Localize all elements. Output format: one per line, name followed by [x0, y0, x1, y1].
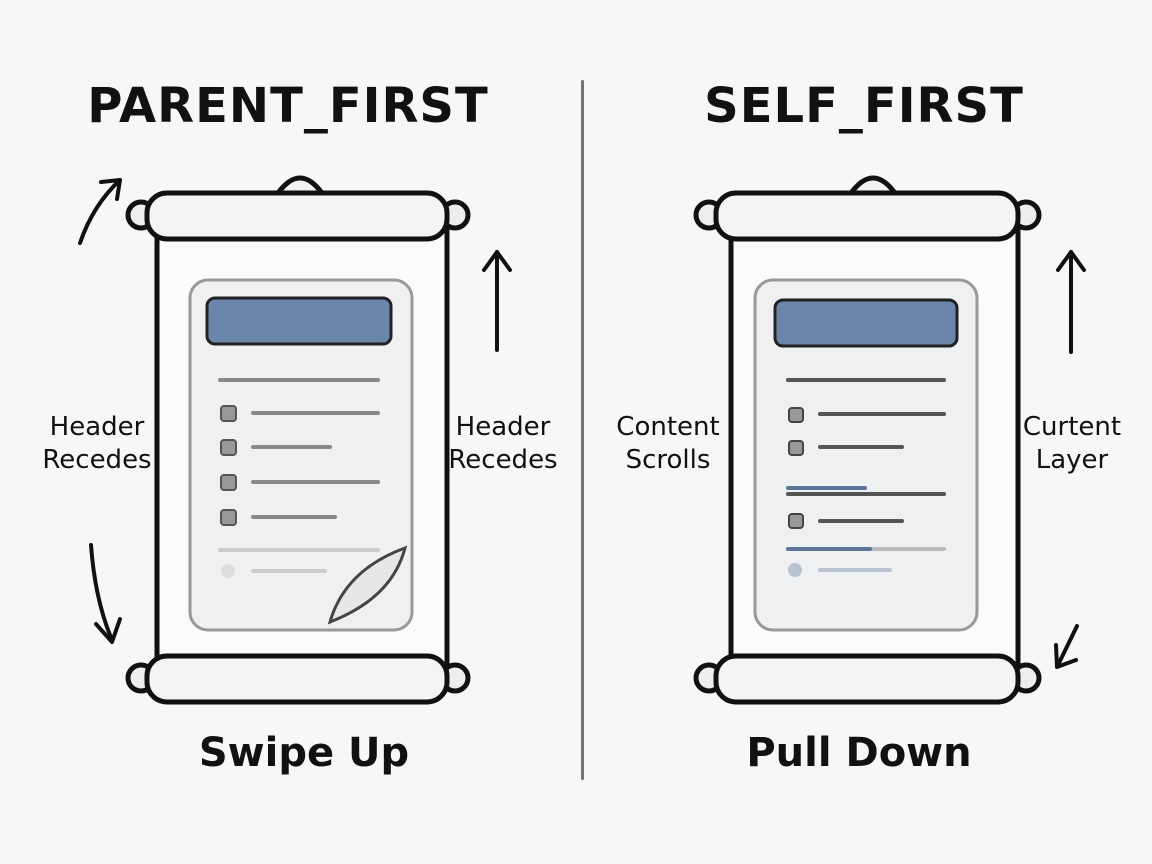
- label-line: Recedes: [42, 445, 152, 475]
- self-first-panel: SELF_FIRST: [576, 0, 1152, 864]
- parent-first-panel: PARENT_FIRST: [27, 78, 573, 776]
- label-line: Curtent: [1022, 412, 1122, 442]
- arrow-down-icon: [89, 543, 122, 644]
- phone-screen: [188, 278, 414, 632]
- list-item: [220, 439, 332, 456]
- header-bar: [205, 296, 393, 346]
- list-item: [788, 440, 904, 456]
- arrow-down-left-icon: [1054, 624, 1079, 669]
- list-item: [788, 513, 904, 529]
- scroll-illustration: [78, 175, 512, 705]
- phone-screen: [753, 278, 979, 632]
- right-side-label: Header Recedes: [433, 411, 573, 477]
- scroll-illustration: [693, 175, 1086, 705]
- panel-title: PARENT_FIRST: [87, 78, 489, 134]
- panel-title: SELF_FIRST: [704, 78, 1024, 134]
- arrow-up-icon: [482, 250, 512, 352]
- left-side-label: Header Recedes: [27, 411, 167, 477]
- scroll-bottom-roller: [125, 653, 471, 705]
- label-line: Content: [616, 412, 720, 442]
- list-item: [220, 474, 380, 491]
- left-side-label: Content Scrolls: [598, 411, 738, 477]
- list-dot: [221, 564, 235, 578]
- label-line: Header: [49, 412, 145, 442]
- label-line: Header: [455, 412, 551, 442]
- scroll-top-roller: [125, 190, 471, 242]
- list-dot: [788, 563, 802, 577]
- list-item: [220, 509, 337, 526]
- scroll-top-roller: [693, 190, 1042, 242]
- label-line: Recedes: [448, 445, 558, 475]
- header-bar: [773, 298, 959, 348]
- arrow-up-right-icon: [78, 178, 122, 245]
- list-item: [788, 407, 946, 423]
- panel-caption: Swipe Up: [198, 730, 410, 776]
- arrow-up-icon: [1056, 250, 1086, 354]
- list-item: [220, 405, 380, 422]
- label-line: Layer: [1035, 445, 1109, 475]
- panel-divider: [581, 80, 584, 780]
- label-line: Scrolls: [625, 445, 711, 475]
- scroll-bottom-roller: [693, 653, 1042, 705]
- right-side-label: Curtent Layer: [1002, 411, 1142, 477]
- panel-caption: Pull Down: [746, 730, 972, 776]
- page-curl: [327, 545, 408, 625]
